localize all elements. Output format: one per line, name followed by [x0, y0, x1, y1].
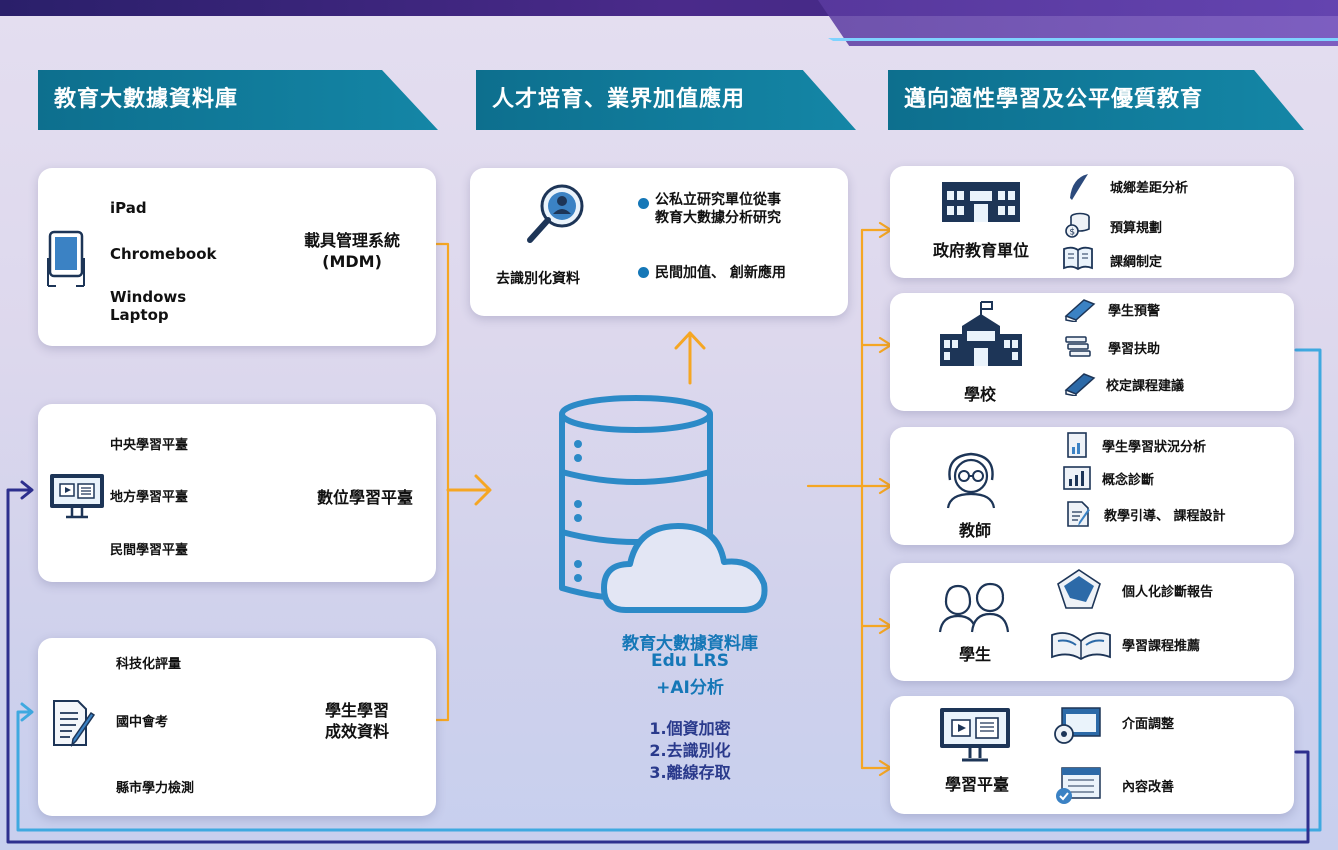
bar-chart-icon [1063, 466, 1091, 490]
interface-settings-icon [1054, 707, 1101, 744]
teacher-item-diagnosis: 概念診斷 [1102, 473, 1155, 488]
center-title-1: 教育大數據資料庫 [622, 634, 758, 654]
lesson-plan-icon [1067, 501, 1090, 527]
assessment-cap: 國中會考 [116, 715, 169, 730]
budget-coins-icon: $ [1065, 212, 1090, 238]
open-course-book-icon [1051, 632, 1111, 661]
school-item-support: 學習扶助 [1108, 342, 1161, 357]
books-icon [1064, 299, 1096, 322]
outcome-label-platform: 學習平臺 [944, 775, 1009, 794]
platform-private: 民間學習平臺 [110, 543, 189, 558]
student-item-report: 個人化診斷報告 [1122, 585, 1214, 600]
open-book-icon [1063, 246, 1093, 271]
top-accent-line [828, 38, 1338, 41]
center-title-3: +AI分析 [656, 678, 724, 698]
stack-papers-icon [1065, 336, 1091, 357]
outcome-label-government: 政府教育單位 [932, 241, 1029, 260]
deid-label: 去識別化資料 [496, 271, 580, 287]
header-right: 邁向適性學習及公平優質教育 [888, 70, 1304, 130]
center-title-2: Edu LRS [651, 651, 729, 671]
assessment-tech: 科技化評量 [116, 657, 182, 672]
document-pen-icon [53, 700, 96, 748]
course-book-icon [1064, 373, 1096, 396]
platforms-card [38, 404, 436, 582]
platform-local: 地方學習平臺 [110, 490, 189, 505]
teacher-item-analysis: 學生學習狀況分析 [1102, 440, 1207, 455]
school-item-warning: 學生預警 [1108, 304, 1161, 319]
learning-outcomes-label: 學生學習 成效資料 [324, 701, 389, 741]
assessment-county: 縣市學力檢測 [116, 781, 195, 796]
monitor-icon [50, 474, 104, 519]
platform-central: 中央學習平臺 [110, 438, 189, 453]
gov-item-curriculum: 課綱制定 [1110, 255, 1163, 270]
government-building-icon [942, 182, 1020, 222]
platform-item-interface: 介面調整 [1122, 717, 1175, 732]
device-chromebook: Chromebook [110, 245, 217, 263]
devices-card [38, 168, 436, 346]
deid-bullet-dot-2 [638, 267, 649, 278]
gov-item-rural-gap: 城鄉差距分析 [1110, 181, 1189, 196]
magnifier-user-icon [527, 184, 584, 243]
outcome-label-student: 學生 [958, 645, 991, 664]
teacher-item-design: 教學引導、 課程設計 [1104, 509, 1226, 524]
student-item-recommend: 學習課程推薦 [1122, 639, 1201, 654]
center-step-3: 3.離線存取 [649, 763, 731, 782]
school-building-icon [940, 301, 1022, 366]
report-chart-icon [1067, 432, 1087, 458]
deid-bullet-research: 公私立研究單位從事 教育大數據分析研究 [655, 192, 781, 226]
deid-bullet-dot-1 [638, 198, 649, 209]
content-calendar-icon [1056, 767, 1101, 804]
school-item-course: 校定課程建議 [1106, 379, 1185, 394]
header-left: 教育大數據資料庫 [38, 70, 438, 130]
svg-text:$: $ [1069, 228, 1075, 238]
deid-bullet-innovation: 民間加值、 創新應用 [655, 265, 786, 281]
platform-item-content: 內容改善 [1122, 780, 1175, 795]
gov-item-budget: 預算規劃 [1110, 221, 1163, 236]
center-step-2: 2.去識別化 [649, 741, 731, 760]
assessments-card [38, 638, 436, 816]
students-avatar-icon [938, 582, 1010, 633]
header-middle: 人才培育、業界加值應用 [476, 70, 856, 130]
feather-pen-icon [1070, 174, 1088, 200]
database-cloud-icon [559, 395, 768, 613]
digital-platform-label: 數位學習平臺 [316, 488, 413, 507]
platform-monitor-icon [940, 708, 1010, 762]
center-step-1: 1.個資加密 [649, 719, 731, 738]
deid-card [470, 168, 848, 316]
outcome-label-school: 學校 [963, 385, 996, 404]
outcome-label-teacher: 教師 [958, 521, 991, 540]
mdm-label: 載具管理系統 (MDM) [303, 231, 400, 271]
diagnostic-radar-icon [1057, 569, 1101, 609]
teacher-avatar-icon [946, 452, 996, 509]
tablet-icon [47, 230, 85, 287]
device-ipad: iPad [110, 199, 147, 217]
device-windows-laptop: Windows Laptop [110, 288, 187, 324]
